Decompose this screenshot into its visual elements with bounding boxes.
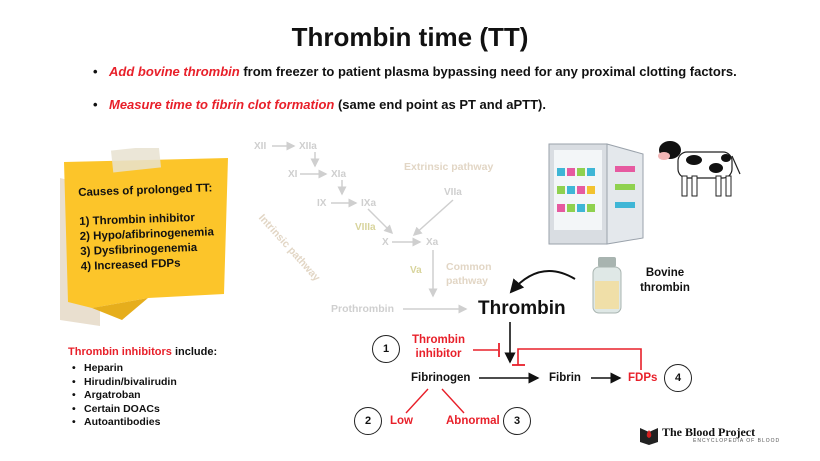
bullet-1-emphasis: Add bovine thrombin (109, 64, 240, 79)
bullet-dot: • (93, 97, 98, 112)
inhibitors-title-rest: include: (171, 346, 218, 358)
bullet-2: • Measure time to fibrin clot formation … (93, 97, 546, 112)
bullet-2-emphasis: Measure time to fibrin clot formation (109, 97, 335, 112)
inhibitors-title: Thrombin inhibitors include: (68, 346, 217, 358)
inhibitor-item: Autoantibodies (72, 416, 177, 430)
factor-viia: VIIa (444, 187, 462, 198)
factor-ix: IX (317, 198, 327, 209)
inhibitor-line-1: Thrombin (412, 334, 466, 346)
bullet-dot: • (93, 64, 98, 79)
fdps-label: FDPs (628, 372, 658, 384)
inhibitors-list: Heparin Hirudin/bivalirudin Argatroban C… (72, 362, 177, 430)
inhibitor-item: Certain DOACs (72, 403, 177, 417)
blood-project-logo-icon (640, 428, 658, 445)
factor-xi: XI (288, 169, 298, 180)
factor-xii: XII (254, 141, 267, 152)
fibrinogen-label: Fibrinogen (411, 372, 471, 384)
bullet-2-text: (same end point as PT and aPTT). (334, 97, 547, 112)
thrombin-label: Thrombin (478, 298, 566, 319)
fibrin-label: Fibrin (549, 372, 581, 384)
bovine-thrombin-label: Bovine thrombin (636, 266, 694, 296)
factor-xa: Xa (426, 237, 439, 248)
bullet-1: • Add bovine thrombin from freezer to pa… (93, 64, 737, 79)
marker-1: 1 (372, 335, 400, 363)
bovine-line-2: thrombin (640, 282, 690, 294)
page-title: Thrombin time (TT) (291, 22, 529, 52)
factor-xia: XIa (331, 169, 347, 180)
sticky-note (60, 148, 228, 326)
logo-tagline: ENCYCLOPEDIA OF BLOOD (693, 438, 781, 444)
inhibitor-item: Heparin (72, 362, 177, 376)
bullet-1-text: from freezer to patient plasma bypassing… (239, 64, 737, 79)
bovine-line-1: Bovine (645, 267, 685, 279)
thrombin-inhibitor-label: Thrombin inhibitor (412, 333, 465, 361)
factor-xiia: XIIa (299, 141, 317, 152)
marker-3: 3 (503, 407, 531, 435)
factor-viiia: VIIIa (355, 222, 376, 233)
common-pathway-label-1: Common (446, 261, 492, 273)
inhibitor-item: Hirudin/bivalirudin (72, 376, 177, 390)
freezer-illustration (548, 143, 644, 245)
prothrombin-label: Prothrombin (331, 303, 394, 315)
inhibitors-title-red: Thrombin inhibitors (68, 346, 172, 358)
factor-va: Va (410, 265, 422, 276)
inhibitor-item: Argatroban (72, 389, 177, 403)
bottle-illustration (592, 257, 622, 314)
cow-illustration (658, 141, 741, 197)
low-label: Low (390, 415, 413, 427)
inhibitor-line-2: inhibitor (415, 348, 462, 360)
marker-4: 4 (664, 364, 692, 392)
factor-x: X (382, 237, 389, 248)
tape (110, 148, 162, 173)
extrinsic-pathway-label: Extrinsic pathway (404, 161, 494, 173)
common-pathway-label-2: pathway (446, 275, 489, 287)
logo-name: The Blood Project (662, 425, 756, 439)
factor-ixa: IXa (361, 198, 377, 209)
abnormal-label: Abnormal (446, 415, 500, 427)
marker-2: 2 (354, 407, 382, 435)
